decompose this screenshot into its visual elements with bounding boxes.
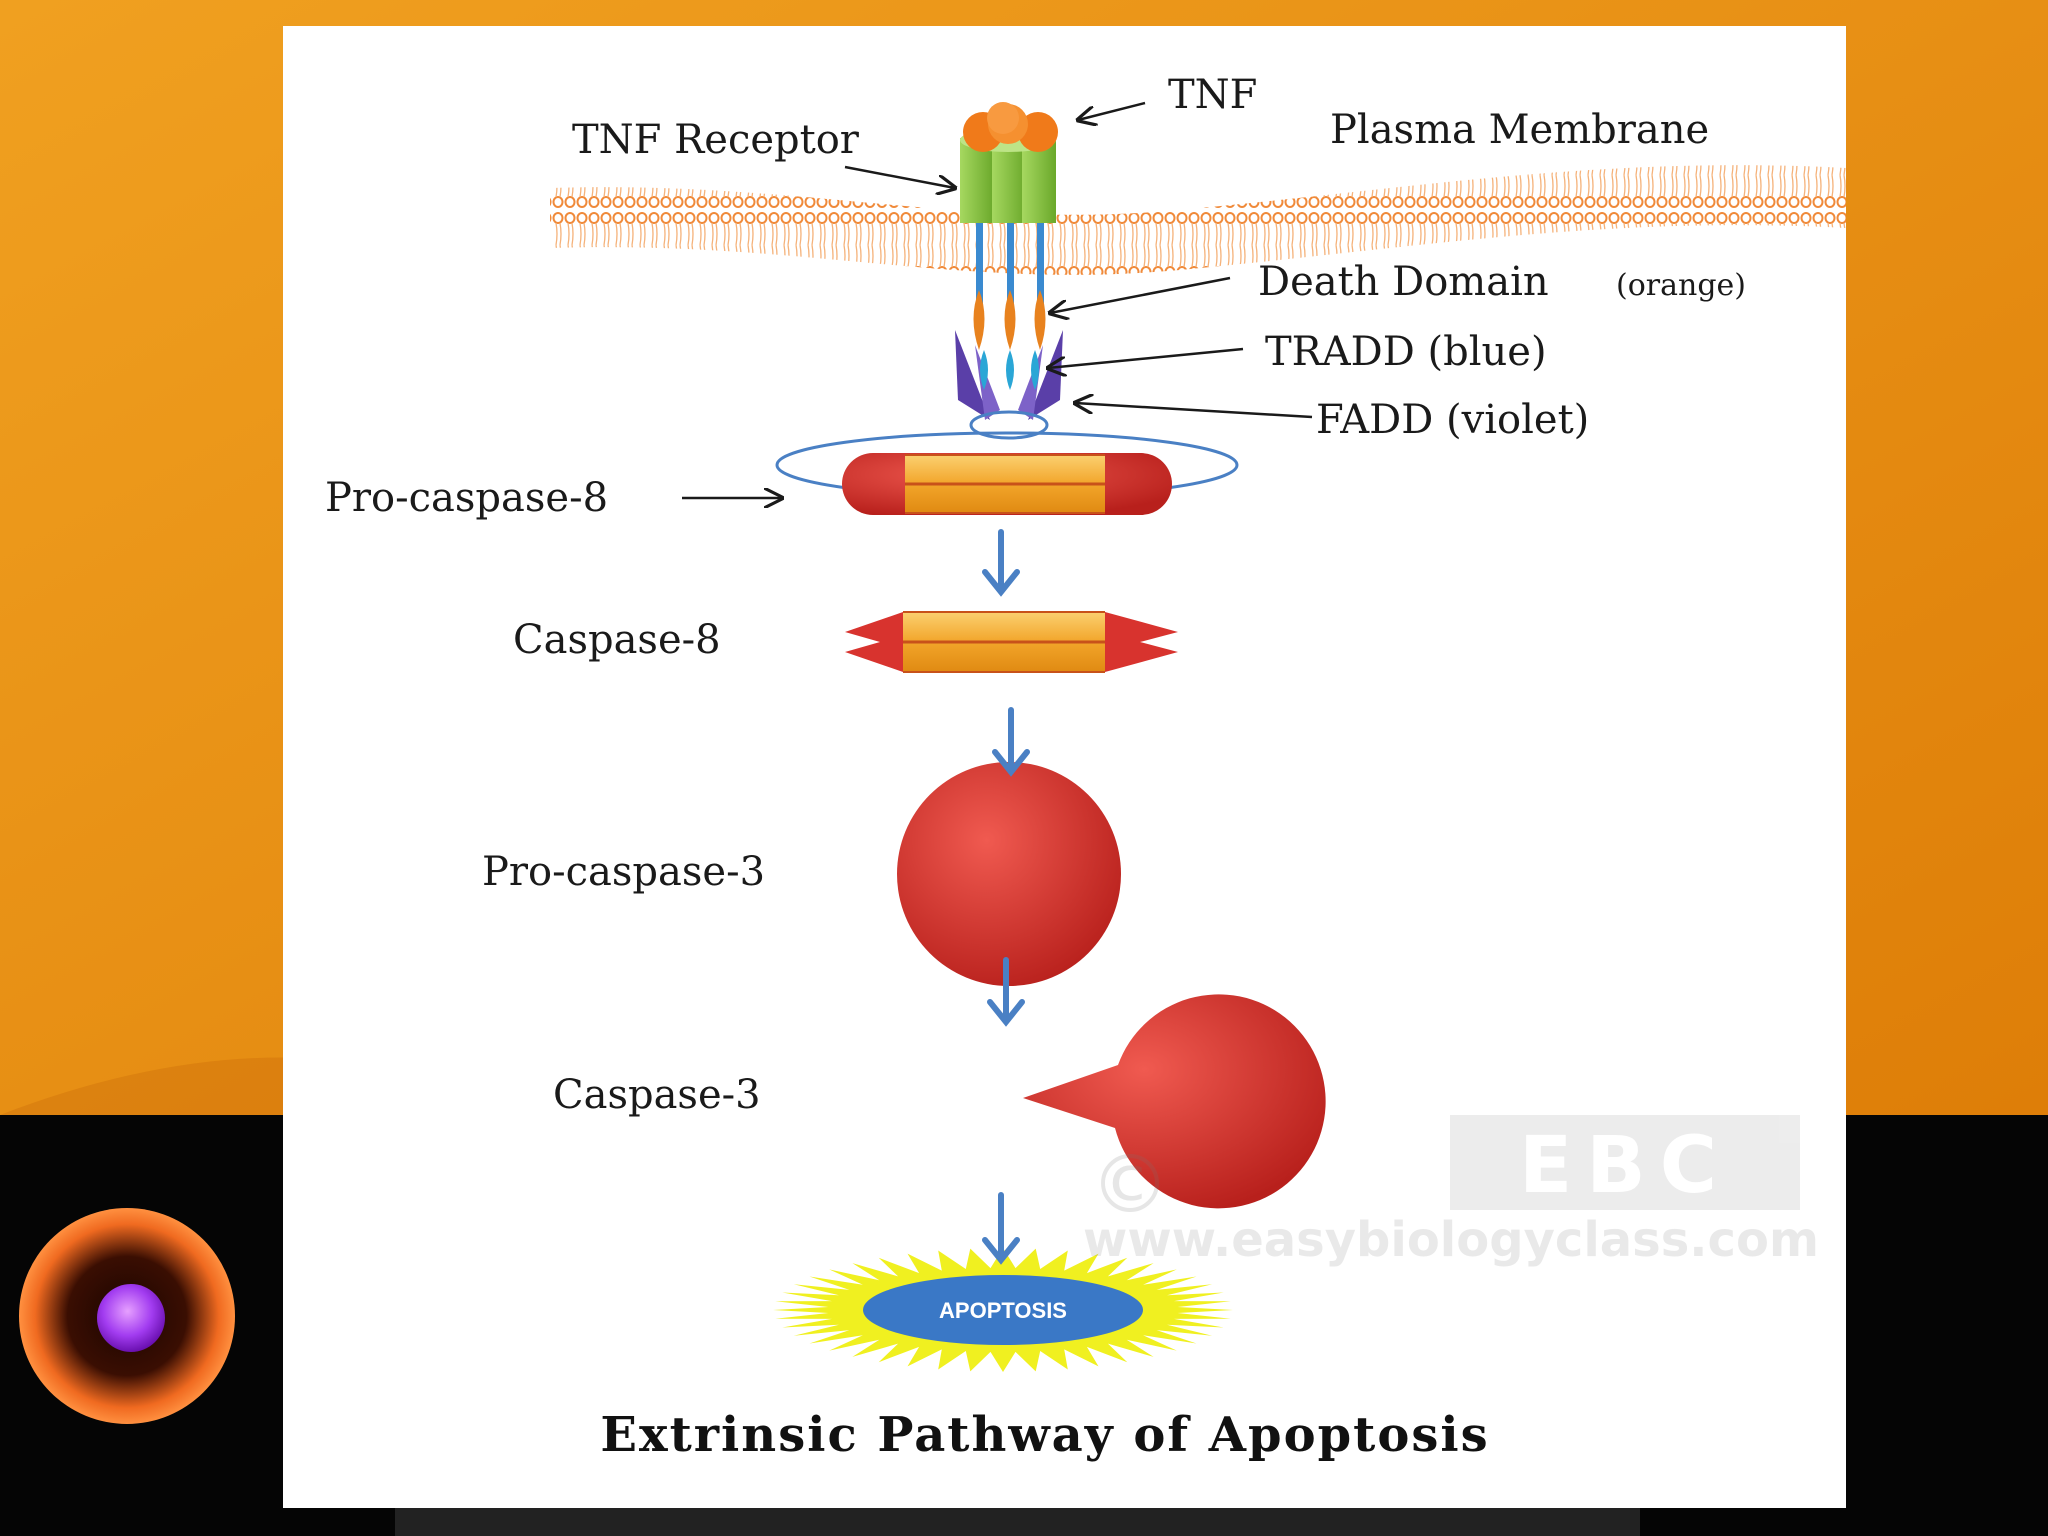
watermark: © EBC www.easybiologyclass.com (1083, 1115, 1819, 1268)
death-domain-label: Death Domain (1258, 259, 1549, 305)
death-domain-icon (973, 290, 1046, 350)
pro-caspase-8-label: Pro-caspase-8 (325, 475, 608, 521)
caspase-8-label: Caspase-8 (513, 617, 721, 663)
pro-caspase-3-label: Pro-caspase-3 (482, 849, 765, 895)
pro-caspase-3-icon (897, 762, 1121, 986)
death-domain-note: (orange) (1616, 268, 1746, 303)
arrow-down-3 (987, 957, 1025, 1027)
death-domain-pointer (1050, 276, 1231, 313)
caspase-3-label: Caspase-3 (553, 1072, 761, 1118)
tradd-pointer (1048, 347, 1244, 368)
caspase-8-icon (845, 611, 1178, 673)
tnf-ligand-icon (963, 102, 1058, 152)
decorative-orb (19, 1208, 235, 1424)
tnf-receptor-pointer (844, 165, 955, 188)
apoptosis-burst (773, 1248, 1233, 1372)
watermark-url: www.easybiologyclass.com (1083, 1212, 1819, 1268)
arrow-down-1 (982, 529, 1020, 597)
tradd-icon (980, 350, 1039, 390)
flow-arrows (982, 529, 1030, 1265)
fadd-pointer (1075, 403, 1313, 419)
tnf-label: TNF (1168, 72, 1257, 118)
plasma-membrane (550, 165, 1846, 275)
apoptosis-label: APOPTOSIS (939, 1298, 1067, 1323)
pro-caspase-8-icon (775, 431, 1239, 515)
arrow-down-4 (982, 1192, 1020, 1265)
diagram-title: Extrinsic Pathway of Apoptosis (600, 1407, 1489, 1463)
plasma-membrane-label: Plasma Membrane (1330, 107, 1709, 153)
tnf-receptor-label: TNF Receptor (572, 117, 860, 163)
label-pointers (682, 101, 1313, 498)
watermark-copyright: © (1090, 1138, 1170, 1231)
watermark-brand: EBC (1519, 1121, 1731, 1211)
tradd-label: TRADD (blue) (1265, 329, 1547, 375)
caspase-3-icon (1023, 994, 1326, 1209)
arrow-down-2 (992, 707, 1030, 777)
tnf-pointer (1078, 101, 1146, 120)
watermark-brand-box (1450, 1115, 1800, 1210)
fadd-label: FADD (violet) (1316, 397, 1589, 443)
